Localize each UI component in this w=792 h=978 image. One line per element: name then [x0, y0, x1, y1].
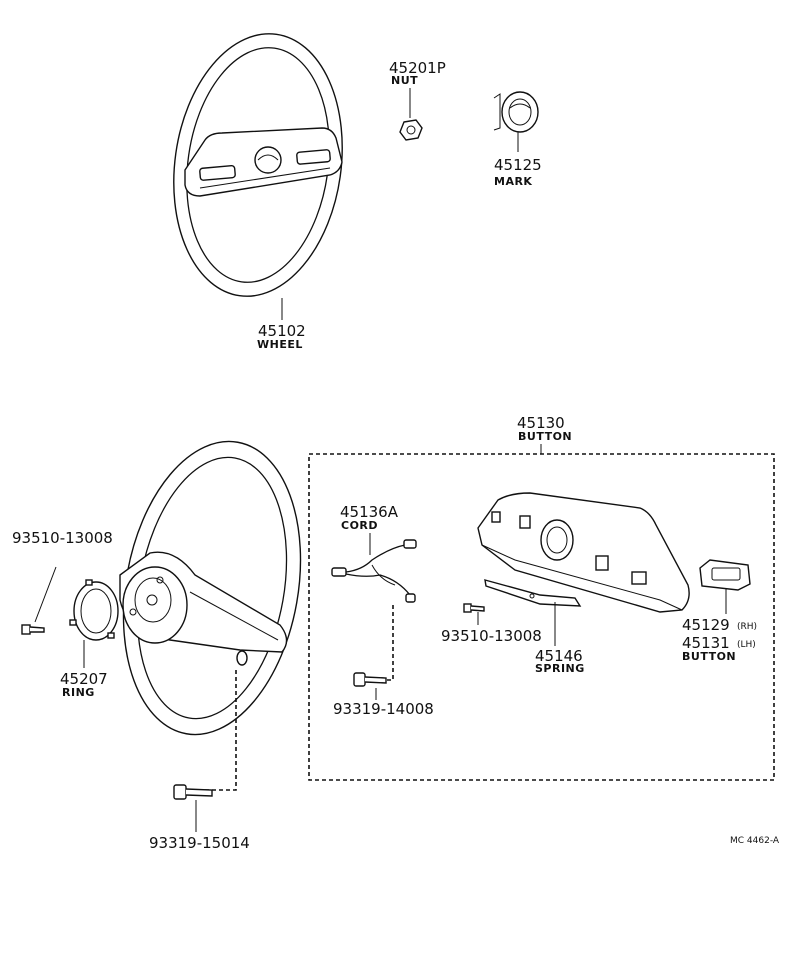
button-pad-icon — [477, 492, 690, 613]
part-number-45131: 45131 — [682, 634, 730, 652]
part-name-cord: CORD — [341, 519, 378, 532]
leader-bolt-14008-dashed — [380, 605, 394, 681]
part-name-nut: NUT — [391, 74, 418, 87]
reference-code: MC 4462-A — [730, 836, 780, 846]
part-number-93510-13008-right: 93510-13008 — [441, 627, 542, 645]
screw-left-icon — [21, 624, 45, 635]
leader-bolt-15014-dashed — [205, 670, 237, 791]
part-number-45207: 45207 — [60, 670, 108, 688]
ring-45207-icon — [69, 579, 119, 641]
bolt-93319-15014-icon — [173, 784, 213, 800]
part-number-93510-13008-left: 93510-13008 — [12, 529, 113, 547]
part-name-wheel: WHEEL — [257, 338, 303, 351]
bolt-93319-14008-icon — [353, 672, 387, 687]
steering-wheel-top — [173, 33, 343, 297]
part-number-45102: 45102 — [258, 322, 306, 340]
part-name-button-45131: BUTTON — [682, 650, 736, 663]
part-number-45146: 45146 — [535, 647, 583, 665]
steering-wheel-bottom — [119, 440, 302, 736]
side-label-rh: (RH) — [737, 622, 757, 632]
part-name-spring: SPRING — [535, 662, 585, 675]
spring-plate-icon — [484, 579, 582, 607]
screw-right-icon — [463, 603, 485, 613]
part-name-mark: MARK — [494, 175, 532, 188]
side-label-lh: (LH) — [737, 640, 756, 650]
part-number-45125: 45125 — [494, 156, 542, 174]
part-name-button-45130: BUTTON — [518, 430, 572, 443]
part-number-45136a: 45136A — [340, 503, 399, 521]
part-number-93319-14008: 93319-14008 — [333, 700, 434, 718]
leader-screw-left — [34, 566, 57, 623]
nut-icon — [399, 119, 423, 141]
part-number-45130: 45130 — [517, 414, 565, 432]
side-button-icon — [699, 559, 751, 591]
part-number-45201p: 45201P — [389, 59, 446, 77]
cord-harness-icon — [331, 539, 417, 603]
button-assembly-dashed-box — [308, 453, 775, 781]
mark-emblem-icon — [493, 91, 539, 133]
part-name-ring: RING — [62, 686, 95, 699]
part-number-93319-15014: 93319-15014 — [149, 834, 250, 852]
part-number-45129: 45129 — [682, 616, 730, 634]
